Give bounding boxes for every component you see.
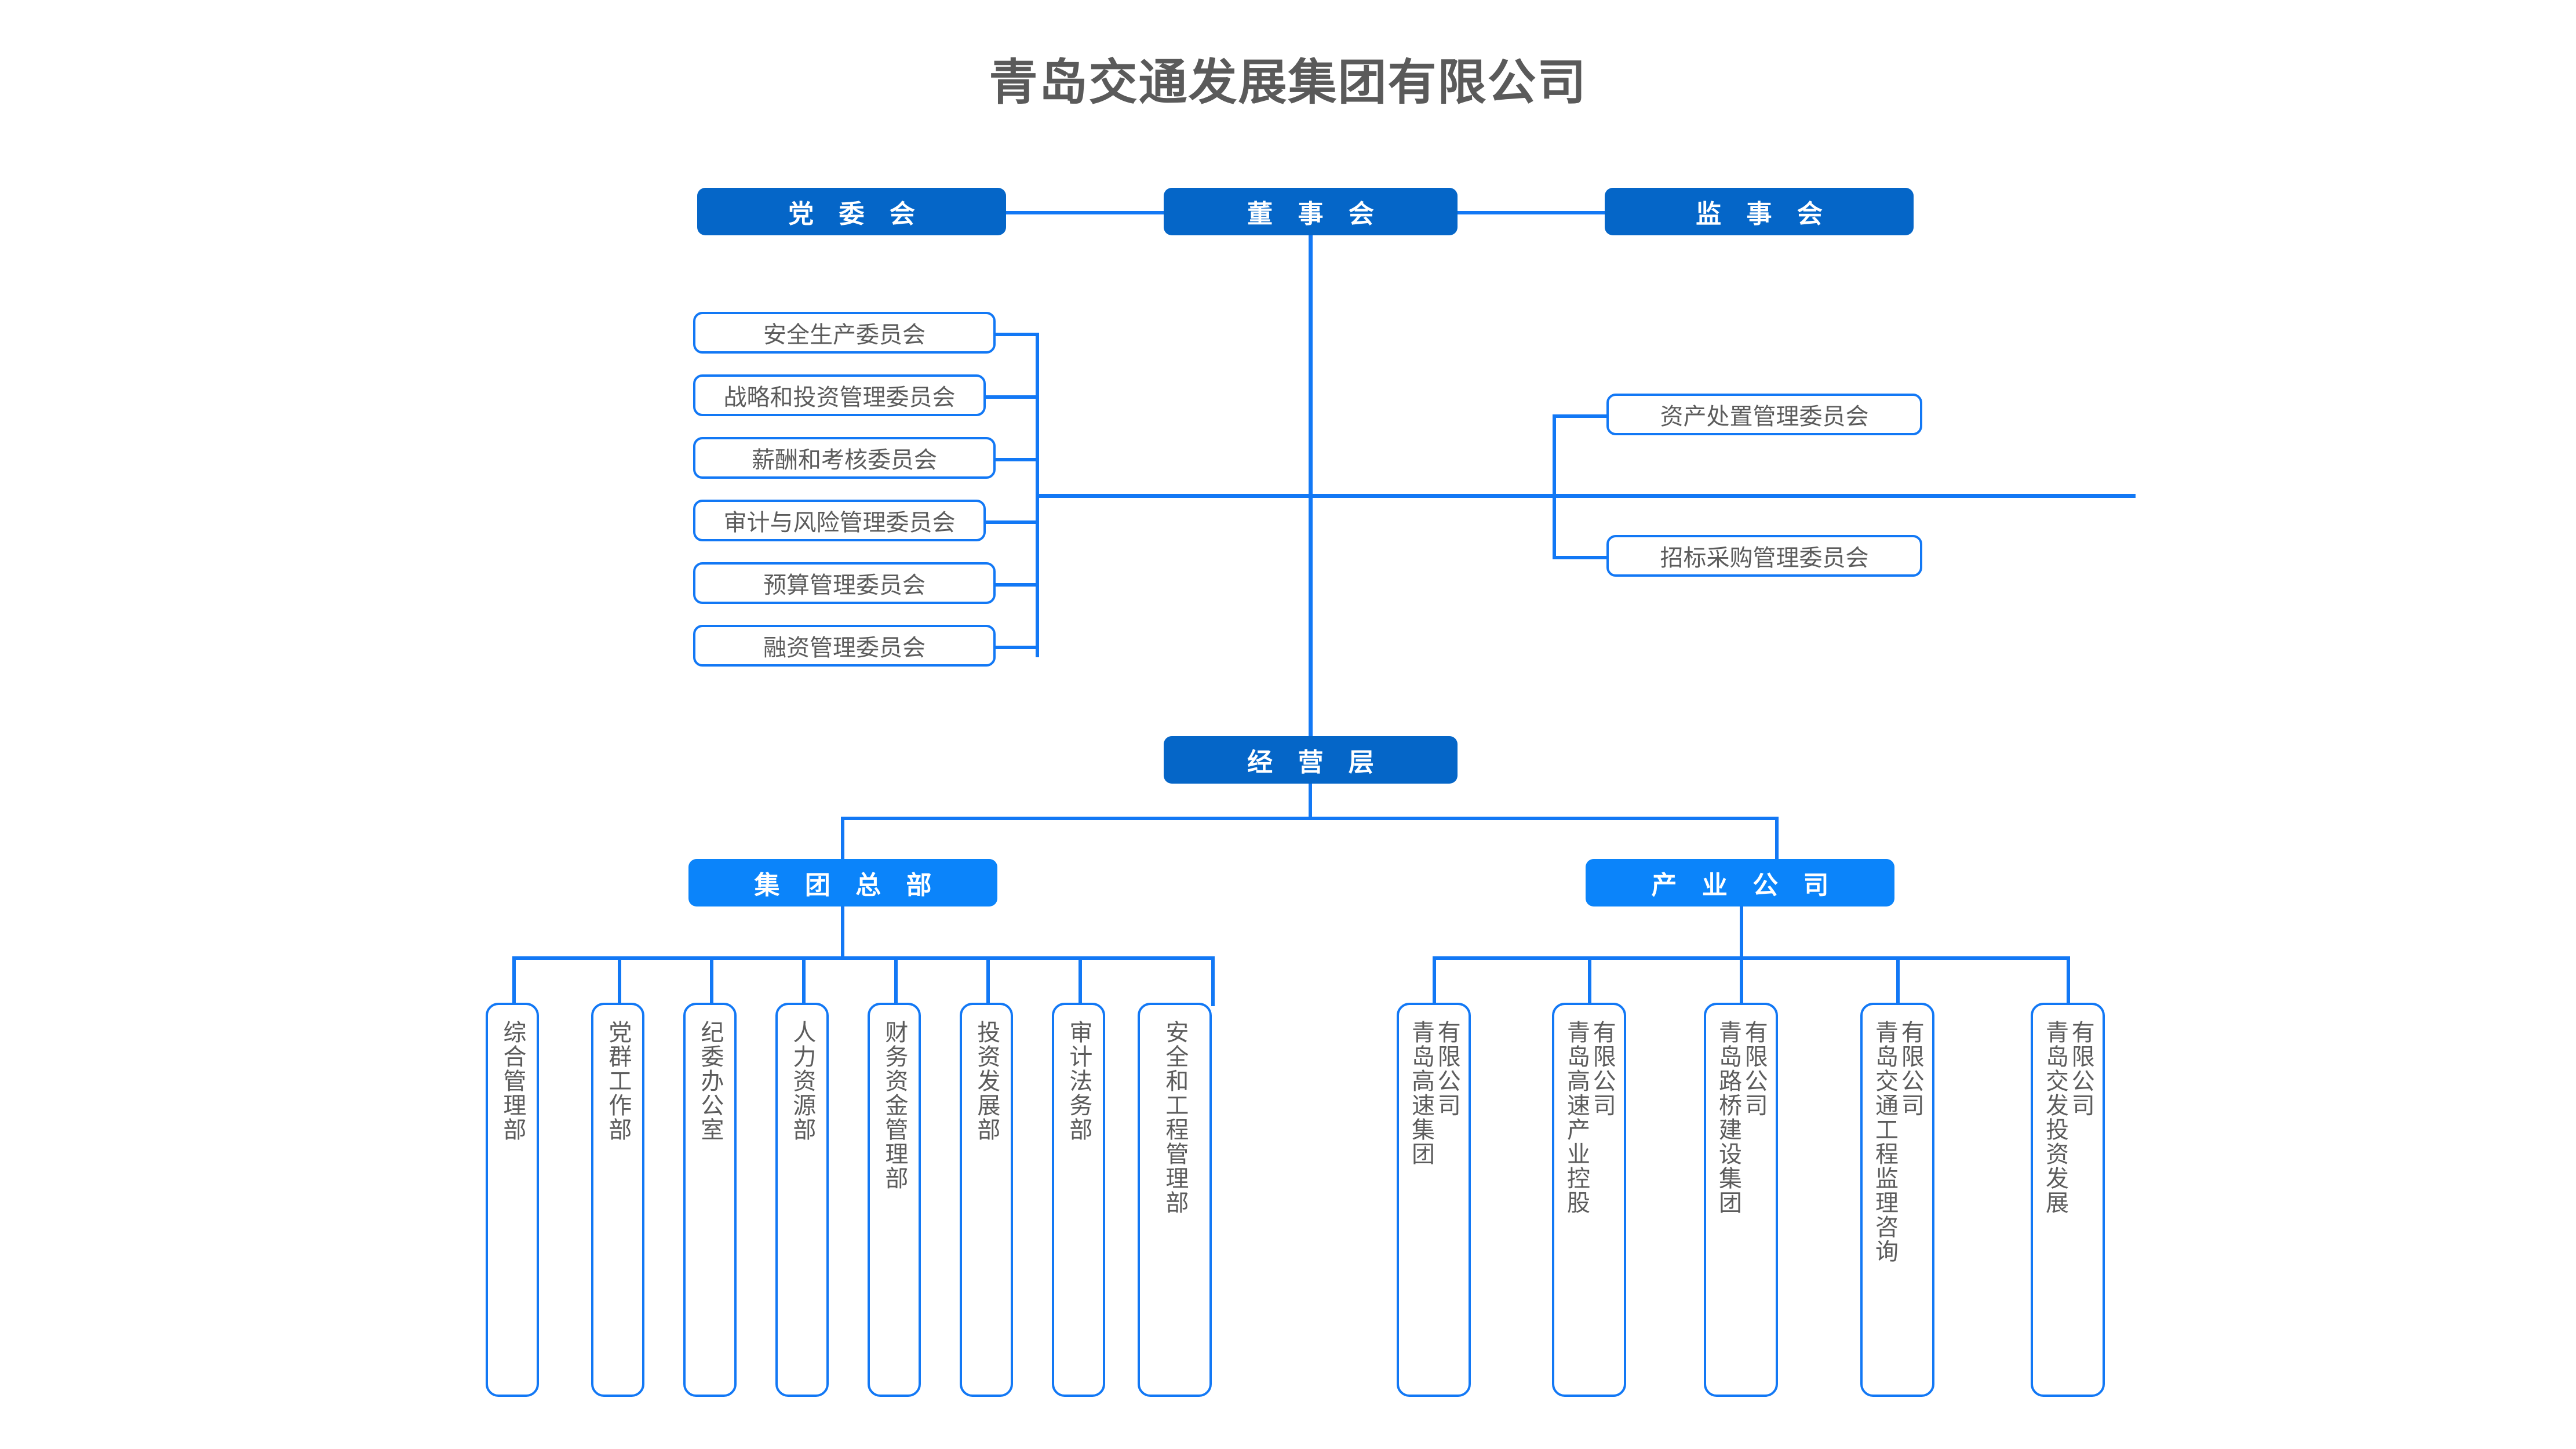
connector-subsidiary-bus	[1433, 956, 2070, 960]
node-label: 董 事 会	[1247, 199, 1382, 229]
subsidiary-label: 有限公司 青岛高速产业控股	[1563, 1020, 1616, 1215]
committee-label: 战略和投资管理委员会	[723, 384, 956, 411]
department-label: 审计法务部	[1065, 1020, 1092, 1142]
committee-label: 融资管理委员会	[763, 635, 926, 661]
connector-sub-drop-3	[1740, 956, 1743, 1006]
node-group-headquarters[interactable]: 集 团 总 部	[688, 859, 997, 906]
subsidiary-qingdao-expressway-group[interactable]: 有限公司 青岛高速集团	[1397, 1003, 1471, 1397]
connector-right-stub-2	[1553, 556, 1608, 559]
connector-dept-drop-7	[1079, 956, 1082, 1006]
connector-branch-left-drop	[841, 817, 844, 876]
committee-compensation-assessment[interactable]: 薪酬和考核委员会	[693, 437, 996, 479]
node-industry-companies[interactable]: 产 业 公 司	[1586, 859, 1894, 906]
connector-right-stub-1	[1553, 414, 1608, 418]
committee-bidding-procurement[interactable]: 招标采购管理委员会	[1606, 535, 1922, 577]
connector-party-to-board	[1006, 211, 1164, 214]
connector-board-to-supervisors	[1458, 211, 1605, 214]
connector-sub-drop-4	[1896, 956, 1900, 1006]
subsidiary-qingdao-expressway-industrial-holding[interactable]: 有限公司 青岛高速产业控股	[1552, 1003, 1626, 1397]
department-label: 综合管理部	[499, 1020, 526, 1142]
connector-dept-drop-2	[618, 956, 621, 1006]
subsidiary-qingdao-road-bridge-construction-group[interactable]: 有限公司 青岛路桥建设集团	[1704, 1003, 1778, 1397]
subsidiary-label: 有限公司 青岛高速集团	[1408, 1020, 1460, 1166]
node-management-level[interactable]: 经 营 层	[1164, 736, 1458, 784]
committee-label: 资产处置管理委员会	[1660, 403, 1869, 430]
subsidiary-label: 有限公司 青岛交通工程监理咨询	[1871, 1020, 1924, 1264]
connector-dept-drop-8	[1211, 956, 1215, 1006]
department-label: 投资发展部	[973, 1020, 1000, 1142]
department-label: 安全和工程管理部	[1161, 1020, 1189, 1215]
connector-dept-drop-6	[986, 956, 990, 1006]
committee-label: 预算管理委员会	[763, 572, 926, 599]
connector-left-stub-6	[996, 646, 1037, 649]
subsidiary-qingdao-transport-engineering-supervision[interactable]: 有限公司 青岛交通工程监理咨询	[1860, 1003, 1934, 1397]
connector-industry-down	[1740, 906, 1743, 960]
connector-sub-drop-1	[1433, 956, 1436, 1006]
connector-right-committee-spine	[1553, 414, 1556, 559]
committee-strategy-investment[interactable]: 战略和投资管理委员会	[693, 374, 986, 416]
node-label: 监 事 会	[1696, 199, 1831, 229]
node-label: 产 业 公 司	[1651, 871, 1837, 900]
connector-left-stub-3	[996, 458, 1037, 461]
committee-financing-management[interactable]: 融资管理委员会	[693, 625, 996, 667]
connector-left-stub-1	[996, 333, 1037, 336]
subsidiary-label: 有限公司 青岛路桥建设集团	[1715, 1020, 1768, 1215]
committee-asset-disposal[interactable]: 资产处置管理委员会	[1606, 394, 1922, 435]
committee-label: 审计与风险管理委员会	[723, 509, 956, 536]
department-finance-fund-management[interactable]: 财务资金管理部	[868, 1003, 921, 1397]
connector-left-stub-5	[996, 583, 1037, 587]
connector-dept-drop-4	[802, 956, 806, 1006]
department-investment-development[interactable]: 投资发展部	[960, 1003, 1013, 1397]
connector-committee-bus	[1036, 494, 2136, 498]
connector-management-down	[1309, 784, 1312, 820]
connector-dept-drop-3	[710, 956, 713, 1006]
subsidiary-label: 有限公司 青岛交发投资发展	[2042, 1020, 2094, 1215]
node-party-committee[interactable]: 党 委 会	[697, 188, 1006, 235]
department-human-resources[interactable]: 人力资源部	[775, 1003, 829, 1397]
page-title: 青岛交通发展集团有限公司	[989, 54, 1587, 111]
committee-label: 安全生产委员会	[763, 322, 926, 348]
connector-sub-drop-5	[2067, 956, 2070, 1006]
department-party-mass-work[interactable]: 党群工作部	[591, 1003, 644, 1397]
node-board-of-supervisors[interactable]: 监 事 会	[1605, 188, 1914, 235]
committee-safety-production[interactable]: 安全生产委员会	[693, 312, 996, 354]
department-general-management[interactable]: 综合管理部	[486, 1003, 539, 1397]
subsidiary-qingdao-jiaofa-investment-development[interactable]: 有限公司 青岛交发投资发展	[2031, 1003, 2105, 1397]
connector-trunk-main	[1309, 235, 1313, 736]
connector-left-committee-spine	[1036, 333, 1039, 657]
department-label: 财务资金管理部	[881, 1020, 908, 1190]
connector-dept-drop-5	[894, 956, 898, 1006]
connector-department-bus	[512, 956, 1215, 960]
department-label: 人力资源部	[789, 1020, 816, 1142]
node-label: 集 团 总 部	[754, 871, 940, 900]
committee-label: 招标采购管理委员会	[1660, 545, 1869, 571]
connector-branch-bus	[841, 817, 1779, 820]
department-audit-legal[interactable]: 审计法务部	[1052, 1003, 1105, 1397]
committee-budget-management[interactable]: 预算管理委员会	[693, 562, 996, 604]
department-label: 党群工作部	[604, 1020, 632, 1142]
committee-audit-risk[interactable]: 审计与风险管理委员会	[693, 500, 986, 541]
connector-dept-drop-1	[512, 956, 516, 1006]
connector-left-stub-2	[986, 395, 1037, 399]
connector-branch-right-drop	[1775, 817, 1779, 876]
node-board-of-directors[interactable]: 董 事 会	[1164, 188, 1458, 235]
node-label: 党 委 会	[788, 199, 923, 229]
node-label: 经 营 层	[1247, 748, 1382, 777]
committee-label: 薪酬和考核委员会	[752, 447, 937, 474]
connector-left-stub-4	[986, 520, 1037, 524]
connector-sub-drop-2	[1588, 956, 1591, 1006]
connector-hq-down	[841, 906, 844, 960]
department-label: 纪委办公室	[697, 1020, 724, 1142]
department-safety-engineering-management[interactable]: 安全和工程管理部	[1138, 1003, 1212, 1397]
department-discipline-office[interactable]: 纪委办公室	[683, 1003, 737, 1397]
